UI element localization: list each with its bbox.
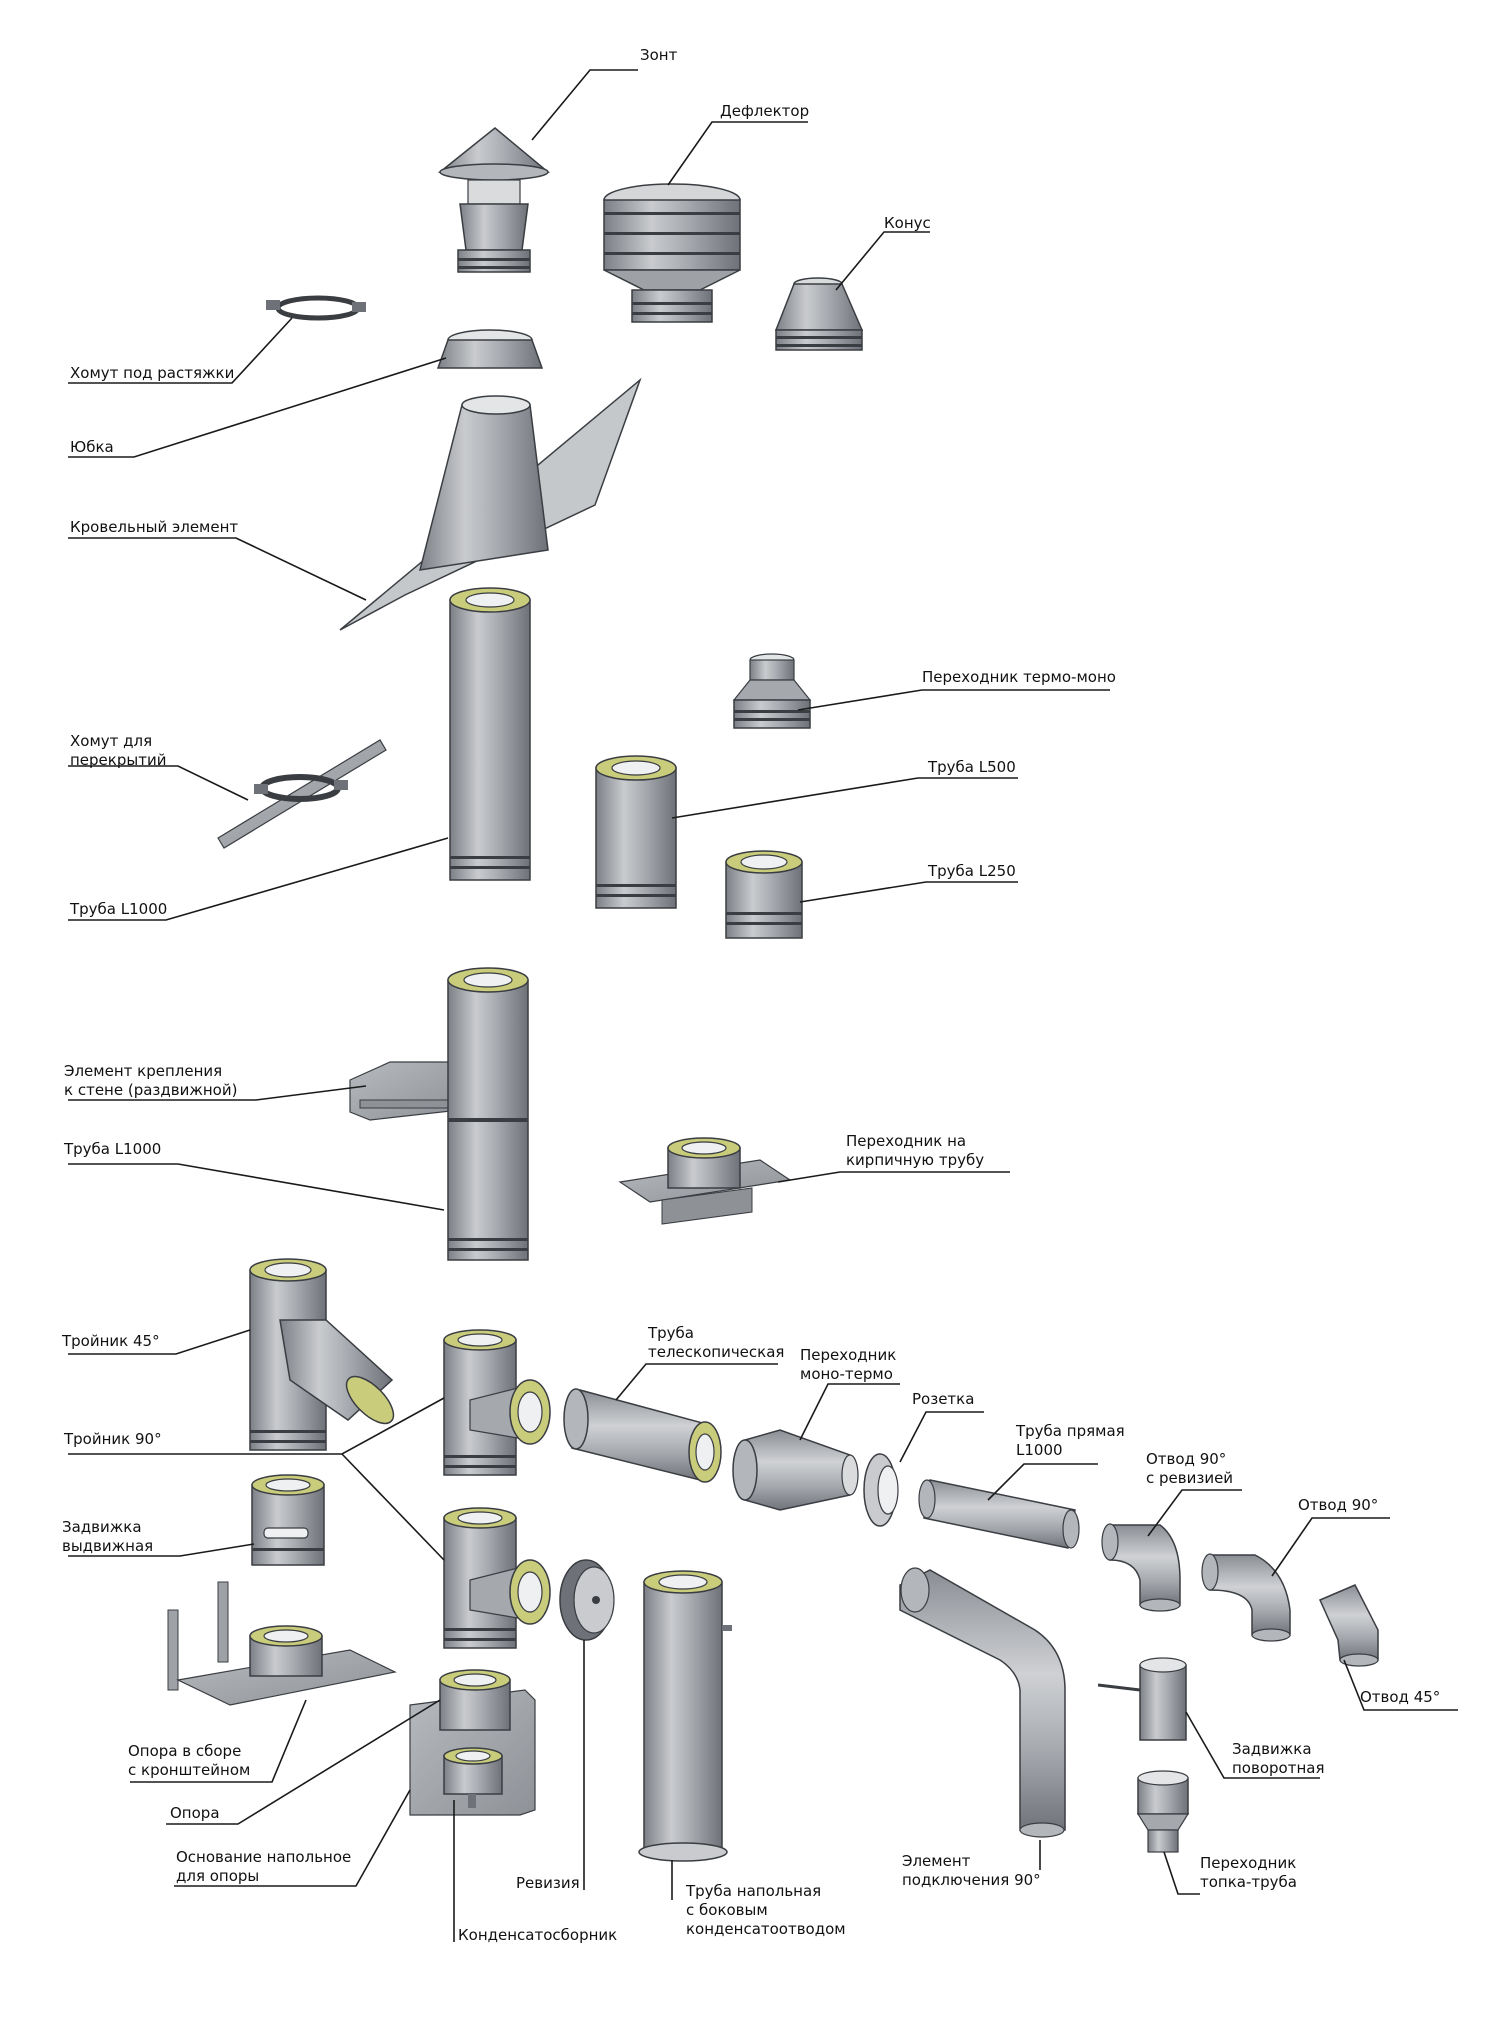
label-zont: Зонт xyxy=(640,46,678,64)
opora-kronshtejn-part xyxy=(167,1581,397,1706)
label-konus: Конус xyxy=(884,214,931,232)
zadvizhka-povorot-part xyxy=(1097,1657,1187,1741)
otvod-45-part xyxy=(1319,1584,1379,1667)
reviziya-part xyxy=(559,1559,615,1641)
deflektor-part xyxy=(603,183,741,323)
label-truba-pryamaya: Труба прямая L1000 xyxy=(1016,1422,1125,1459)
label-perehodnik-kirpich: Переходник на кирпичную трубу xyxy=(846,1132,985,1169)
label-perehodnik-topka: Переходник топка-труба xyxy=(1200,1854,1297,1891)
label-homut-perekrytij: Хомут для перекрытий xyxy=(70,732,167,769)
label-zadvizhka-vydvizh: Задвижка выдвижная xyxy=(62,1518,154,1555)
label-element-krepleniya: Элемент крепления к стене (раздвижной) xyxy=(64,1062,238,1099)
label-otvod-90: Отвод 90° xyxy=(1298,1496,1379,1514)
otvod-90-part xyxy=(1201,1553,1291,1642)
yubka-part xyxy=(436,329,544,369)
zont-part xyxy=(437,127,551,273)
konus-part xyxy=(774,277,864,351)
label-rozetka: Розетка xyxy=(912,1390,975,1408)
label-otvod-45: Отвод 45° xyxy=(1360,1688,1441,1706)
label-homut-rastyazhki: Хомут под растяжки xyxy=(70,364,235,382)
label-yubka: Юбка xyxy=(70,438,114,456)
krovelnyj-part xyxy=(339,377,642,631)
perehodnik-mono-termo-part xyxy=(732,1429,859,1511)
perehodnik-kirpich-part xyxy=(618,1137,792,1225)
otvod-90-revizia-part xyxy=(1101,1523,1181,1612)
label-trojnik-90: Тройник 90° xyxy=(64,1430,162,1448)
trojnik-90-upper-part xyxy=(443,1329,551,1476)
element-krepleniya-part xyxy=(349,1061,471,1121)
truba-l1000-mid-part xyxy=(447,967,529,1261)
label-trojnik-45: Тройник 45° xyxy=(62,1332,160,1350)
truba-napolnaya-part xyxy=(638,1570,732,1862)
perehodnik-termo-mono-part xyxy=(732,653,812,729)
label-truba-l1000-mid: Труба L1000 xyxy=(64,1140,162,1158)
label-opora-kronshtejn: Опора в сборе с кронштейном xyxy=(128,1742,251,1779)
trojnik-45-part xyxy=(249,1258,395,1451)
rozetka-part xyxy=(863,1453,899,1527)
perehodnik-topka-part xyxy=(1136,1770,1190,1853)
label-deflektor: Дефлектор xyxy=(720,102,810,120)
label-truba-l500: Труба L500 xyxy=(928,758,1016,776)
label-perehodnik-mono-termo: Переходник моно-термо xyxy=(800,1346,897,1383)
label-truba-l250: Труба L250 xyxy=(928,862,1016,880)
label-reviziya: Ревизия xyxy=(516,1874,580,1892)
label-zadvizhka-povorot: Задвижка поворотная xyxy=(1232,1740,1325,1777)
label-truba-napolnaya: Труба напольная с боковым конденсатоотво… xyxy=(686,1882,846,1938)
truba-l500-part xyxy=(595,755,677,909)
label-kondensatosbornik: Конденсатосборник xyxy=(458,1926,618,1944)
homut-perekrytij-part xyxy=(217,739,387,849)
truba-pryamaya-part xyxy=(918,1479,1080,1549)
label-element-podkl: Элемент подключения 90° xyxy=(902,1852,1041,1889)
label-otvod-90-revizia: Отвод 90° с ревизией xyxy=(1146,1450,1234,1487)
element-podkl-part xyxy=(899,1567,1066,1838)
truba-l1000-top-part xyxy=(449,587,531,881)
trojnik-90-lower-part xyxy=(443,1507,551,1649)
kondensatosbornik-part xyxy=(443,1747,503,1808)
leader-lines xyxy=(68,69,1458,1942)
truba-l250-part xyxy=(725,850,803,939)
label-krovelnyj: Кровельный элемент xyxy=(70,518,239,536)
homut-rastyazhki-part xyxy=(266,295,366,321)
label-truba-l1000-top: Труба L1000 xyxy=(70,900,168,918)
label-opora: Опора xyxy=(170,1804,220,1822)
label-osnovanie: Основание напольное для опоры xyxy=(176,1848,352,1885)
zadvizhka-vydvizh-part xyxy=(251,1474,325,1566)
truba-teleskop-part xyxy=(563,1388,722,1483)
label-perehodnik-termo-mono: Переходник термо-моно xyxy=(922,668,1116,686)
label-truba-teleskop: Труба телескопическая xyxy=(648,1324,785,1361)
